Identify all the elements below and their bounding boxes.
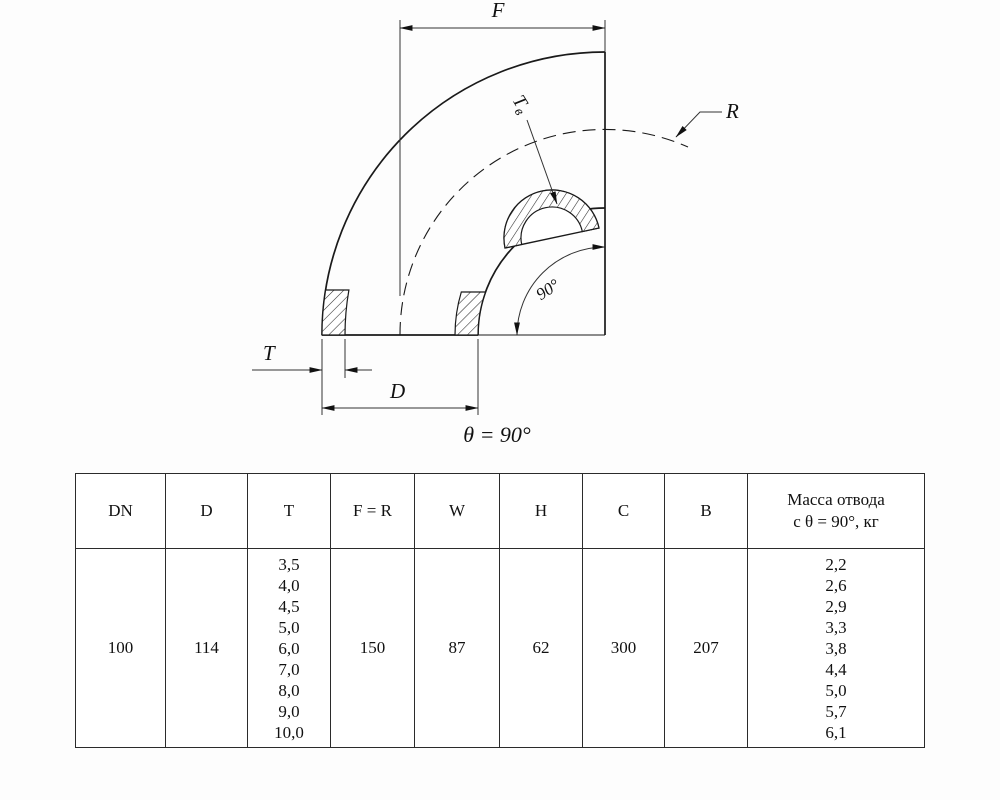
mass-value: 5,7 — [825, 701, 847, 721]
t-value: 3,5 — [278, 554, 300, 574]
cell-t: 3,5 4,0 4,5 5,0 6,0 7,0 8,0 9,0 10,0 — [247, 548, 331, 748]
t-value: 4,5 — [278, 596, 300, 616]
cell-fr: 150 — [330, 548, 415, 748]
mass-value: 3,3 — [825, 617, 847, 637]
mass-value: 3,8 — [825, 638, 847, 658]
col-header-w: W — [414, 473, 500, 549]
col-header-h: H — [499, 473, 583, 549]
mass-value: 5,0 — [825, 680, 847, 700]
col-header-mass: Масса отвода с θ = 90°, кг — [747, 473, 925, 549]
dim-tv-label: Тв — [505, 92, 534, 119]
cell-c: 300 — [582, 548, 665, 748]
wall-sections — [321, 289, 487, 336]
outer-arc — [321, 51, 606, 336]
centerline-radius-arc — [399, 128, 689, 336]
angle-arc — [514, 244, 606, 336]
mass-header-line1: Масса отвода — [787, 490, 885, 509]
col-header-d: D — [165, 473, 248, 549]
cell-b: 207 — [664, 548, 748, 748]
mass-value: 6,1 — [825, 722, 847, 742]
mass-value: 2,9 — [825, 596, 847, 616]
cell-dn: 100 — [75, 548, 166, 748]
cell-h: 62 — [499, 548, 583, 748]
mass-header-line2: с θ = 90°, кг — [793, 512, 879, 531]
col-header-t: T — [247, 473, 331, 549]
col-header-b: B — [664, 473, 748, 549]
right-wall-section — [454, 291, 487, 336]
dim-tv-leader — [526, 119, 558, 205]
dim-r-label: R — [725, 99, 739, 123]
crown-wall-ring — [503, 189, 600, 249]
dim-f-label: F — [491, 0, 505, 22]
dim-r-leader — [675, 111, 722, 138]
col-header-c: C — [582, 473, 665, 549]
cell-d: 114 — [165, 548, 248, 748]
dim-d — [321, 339, 479, 415]
t-value: 9,0 — [278, 701, 300, 721]
t-value: 7,0 — [278, 659, 300, 679]
cell-w: 87 — [414, 548, 500, 748]
t-value: 10,0 — [274, 722, 304, 742]
table-row: 100 114 3,5 4,0 4,5 5,0 6,0 7,0 8,0 9,0 … — [75, 548, 925, 748]
dim-t-label: T — [263, 341, 276, 365]
col-header-fr: F = R — [330, 473, 415, 549]
left-wall-section — [321, 289, 350, 336]
elbow-body — [321, 51, 689, 336]
cell-mass: 2,2 2,6 2,9 3,3 3,8 4,4 5,0 5,7 6,1 — [747, 548, 925, 748]
col-header-dn: DN — [75, 473, 166, 549]
dim-f — [399, 20, 606, 296]
dimensions-table: DN D T F = R W H C B Масса отвода с θ = … — [75, 473, 925, 748]
mass-value: 4,4 — [825, 659, 847, 679]
table-header-row: DN D T F = R W H C B Масса отвода с θ = … — [75, 473, 925, 549]
drawing-caption: θ = 90° — [463, 422, 531, 447]
dim-d-label: D — [389, 379, 405, 403]
t-value: 5,0 — [278, 617, 300, 637]
t-value: 8,0 — [278, 680, 300, 700]
mass-value: 2,6 — [825, 575, 847, 595]
t-value: 4,0 — [278, 575, 300, 595]
crown-section — [503, 189, 600, 249]
mass-value: 2,2 — [825, 554, 847, 574]
elbow-drawing: F R Тв 90° T D θ = 90° — [252, 0, 739, 447]
dim-t — [252, 339, 372, 415]
t-value: 6,0 — [278, 638, 300, 658]
